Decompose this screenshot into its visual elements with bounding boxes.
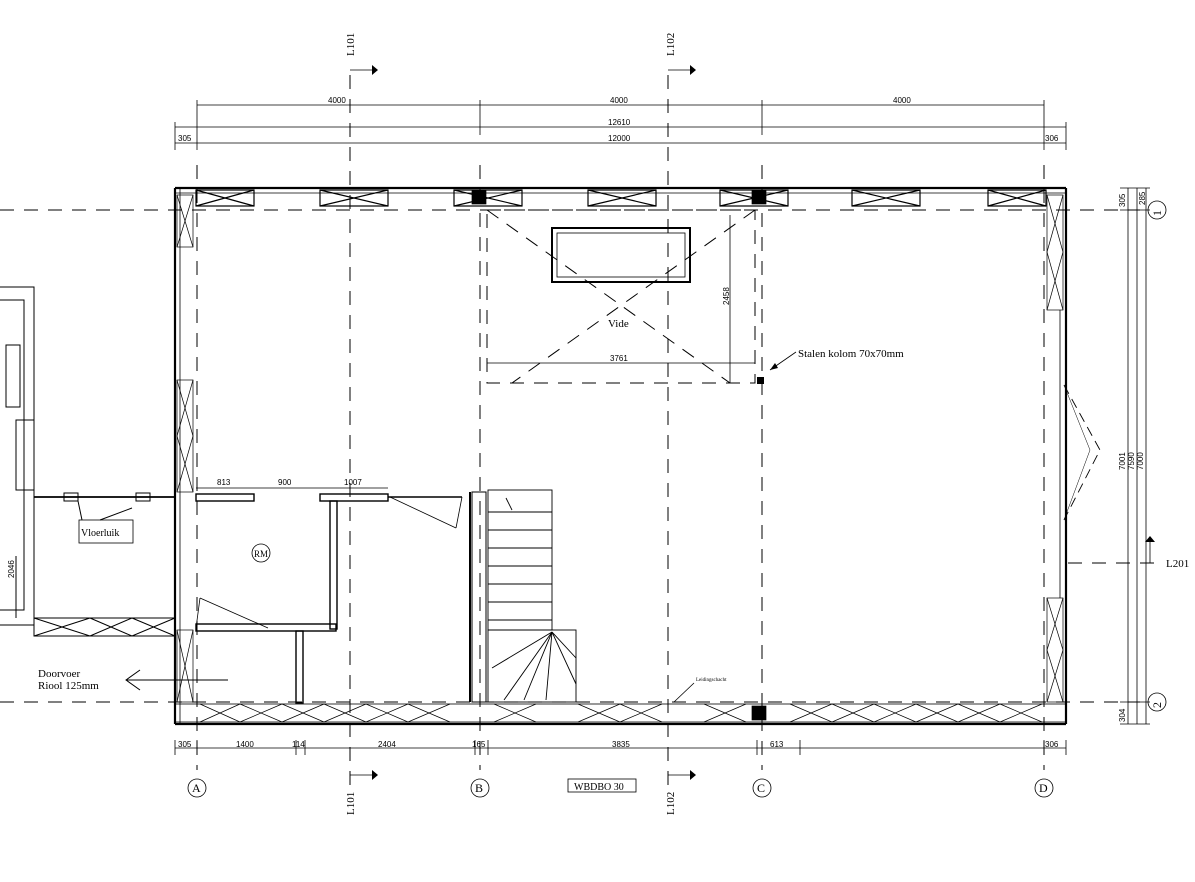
outer-walls: [173, 186, 1068, 726]
grid-axis-b: B: [475, 781, 483, 795]
vide-label: Vide: [608, 318, 629, 330]
duct-arrow: [125, 669, 228, 691]
dim-bottom-2: 1400: [236, 740, 254, 749]
dim-bottom-1: 305: [178, 740, 192, 749]
dim-bottom-7: 613: [770, 740, 784, 749]
dim-top-1: 4000: [328, 96, 346, 105]
section-label-l102-top: L102: [665, 33, 677, 56]
bottom-wall-hatch: [199, 189, 1043, 723]
section-label-l101-top: L101: [345, 33, 357, 56]
section-label-l101-bottom: L101: [345, 792, 357, 815]
dim-wall-1: 813: [217, 478, 231, 487]
grid-axis-markers: [187, 200, 1167, 798]
grid-axis-2: 2: [1150, 702, 1164, 708]
dim-vide-width: 3761: [610, 354, 628, 363]
dim-wall-3: 1007: [344, 478, 362, 487]
shaft-label: Leidingschacht: [696, 678, 727, 683]
left-annex: [0, 286, 176, 637]
dim-bottom-5: 165: [472, 740, 486, 749]
duct-label-line1: Doorvoer: [38, 668, 80, 680]
dim-top-3: 4000: [893, 96, 911, 105]
grid-axis-a: A: [192, 781, 201, 795]
grid-axis-c: C: [757, 781, 765, 795]
left-wall-hatch: [176, 194, 194, 703]
right-wall-hatch: [1046, 194, 1064, 703]
shaft-leader: [673, 682, 695, 703]
dim-right-top: 305: [1118, 193, 1127, 207]
dim-right-a: 7001: [1118, 452, 1127, 470]
rm-label: RM: [254, 549, 268, 559]
dim-top-left: 305: [178, 134, 192, 143]
column-label: Stalen kolom 70x70mm: [798, 348, 904, 360]
floor-hatch-label: Vloerluik: [81, 528, 119, 539]
wall-type-box: [567, 778, 637, 793]
grid-lines: [0, 165, 1160, 770]
dim-vide-depth: 2458: [722, 287, 731, 305]
interior-doors: [195, 496, 463, 629]
dimension-lines-right: [1120, 187, 1150, 725]
dim-top-total-2: 12000: [608, 134, 631, 143]
dim-top-2: 4000: [610, 96, 628, 105]
grid-axis-d: D: [1039, 781, 1048, 795]
section-label-l102-bottom: L102: [665, 792, 677, 815]
dimension-lines-top: [174, 100, 1067, 150]
duct-label-line2: Riool 125mm: [38, 680, 99, 692]
dim-top-total-1: 12610: [608, 118, 631, 127]
dim-right-bottom: 304: [1118, 708, 1127, 722]
staircase: [487, 489, 577, 703]
floor-hatch-box: [78, 519, 134, 544]
interior-walls: [195, 491, 487, 704]
dim-right-top-2: 285: [1138, 191, 1147, 205]
dim-bottom-3: 114: [292, 740, 305, 749]
dim-bottom-8: 306: [1045, 740, 1059, 749]
right-double-doors: [1063, 384, 1101, 521]
dim-left-side: 2046: [7, 560, 16, 578]
dim-wall-2: 900: [278, 478, 292, 487]
grid-axis-1: 1: [1150, 210, 1164, 216]
dim-bottom-4: 2404: [378, 740, 396, 749]
section-lines: [349, 65, 1155, 790]
vide-opening: [486, 209, 797, 384]
section-label-l201: L201: [1166, 558, 1189, 570]
top-window-frames: [195, 189, 1047, 207]
dim-right-c: 7000: [1136, 452, 1145, 470]
dim-bottom-6: 3835: [612, 740, 630, 749]
dim-right-b: 7590: [1127, 452, 1136, 470]
dimension-lines-bottom: [174, 740, 1067, 755]
wall-type-label: WBDBO 30: [574, 782, 624, 793]
dim-top-right: 306: [1045, 134, 1059, 143]
rm-marker: [251, 543, 271, 563]
